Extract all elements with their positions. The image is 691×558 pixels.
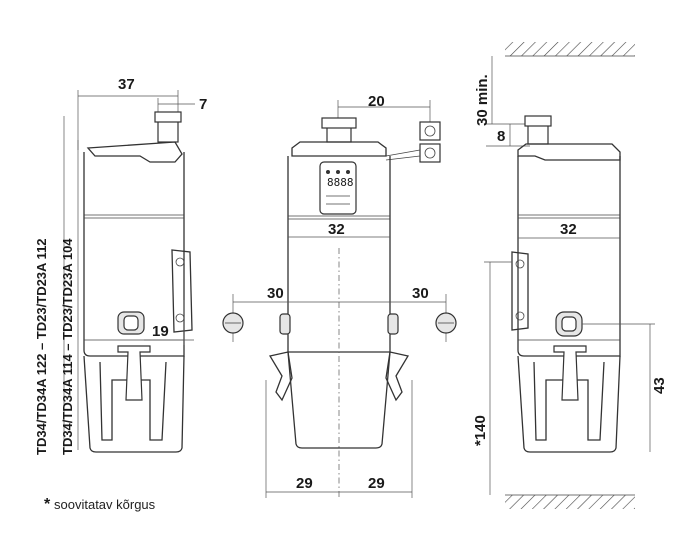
motor-head <box>527 123 549 145</box>
right-side-view: 30 min. 8 32 43 *140 <box>472 42 668 509</box>
bracket-screw <box>175 257 185 267</box>
dust-container <box>287 351 391 449</box>
side-inlet-right <box>387 313 399 335</box>
dust-container <box>83 355 185 453</box>
display-digits: 8888 <box>327 176 354 189</box>
mount-bracket <box>171 249 193 333</box>
dim-label-19: 19 <box>152 323 169 340</box>
main-body <box>517 156 621 357</box>
dim-label-30min: 30 min. <box>474 74 491 126</box>
motor-head <box>157 119 179 143</box>
status-led-icon <box>336 170 340 174</box>
inlet-opening <box>123 315 139 331</box>
top-lid <box>86 141 183 163</box>
side-inlet-left <box>279 313 291 335</box>
inlet-opening <box>561 316 577 332</box>
container-latch <box>117 345 151 401</box>
height-label-outer: TD34/TD34A 122 – TD23/TD23A 112 <box>34 238 49 455</box>
top-lid <box>517 143 621 161</box>
floor-hatch <box>505 495 635 509</box>
container-latch <box>553 345 587 401</box>
dim-label-8: 8 <box>497 128 505 145</box>
motor-cap <box>524 115 552 127</box>
status-led-icon <box>326 170 330 174</box>
center-front-view: 20 8888 32 30 30 <box>222 93 457 498</box>
dim-label-7: 7 <box>199 96 207 113</box>
power-cable <box>385 149 421 161</box>
dim-label-20: 20 <box>368 93 385 110</box>
dim-label-140: *140 <box>472 415 489 446</box>
footnote: * soovitatav kõrgus <box>44 496 156 513</box>
status-led-icon <box>346 170 350 174</box>
dim-label-30-left: 30 <box>267 285 284 302</box>
control-panel <box>319 161 357 215</box>
motor-cap <box>154 111 182 123</box>
dim-label-32-right: 32 <box>560 221 577 238</box>
left-side-view: 37 7 TD34/TD34A 122 – TD23/TD23A 112 TD3… <box>34 76 207 455</box>
socket-icon <box>424 147 436 159</box>
dim-label-32: 32 <box>328 221 345 238</box>
footnote-text: soovitatav kõrgus <box>54 497 156 512</box>
socket-icon <box>424 125 436 137</box>
footnote-asterisk: * <box>44 496 51 513</box>
top-lid <box>291 141 387 157</box>
motor-cap <box>321 117 357 129</box>
socket-box-top <box>419 121 441 141</box>
socket-box-bottom <box>419 143 441 163</box>
dust-container <box>517 355 621 453</box>
bracket-screw <box>175 313 185 323</box>
ceiling-hatch <box>505 42 635 56</box>
main-body <box>83 152 185 357</box>
dim-label-37: 37 <box>118 76 135 93</box>
dim-label-30-right: 30 <box>412 285 429 302</box>
bracket-screw <box>515 311 525 321</box>
mount-bracket <box>511 251 529 331</box>
dim-label-29-left: 29 <box>296 475 313 492</box>
bracket-screw <box>515 259 525 269</box>
dim-label-43: 43 <box>651 377 668 394</box>
dim-label-29-right: 29 <box>368 475 385 492</box>
height-label-inner: TD34/TD34A 114 – TD23/TD23A 104 <box>60 238 75 455</box>
